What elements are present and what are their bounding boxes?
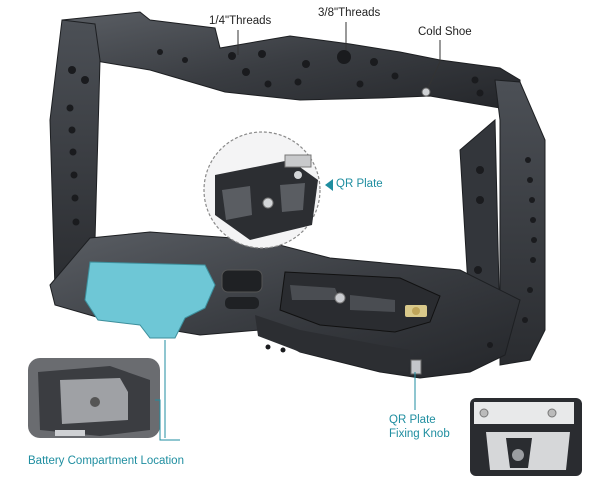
label-battery-compartment: Battery Compartment Location: [28, 455, 184, 467]
battery-compartment-marker: [84, 261, 216, 339]
qr-plate-zoom-inset: [203, 131, 321, 249]
label-cold-shoe: Cold Shoe: [418, 26, 472, 38]
label-three-eighths-threads: 3/8"Threads: [318, 7, 381, 19]
leader-lines: [155, 22, 441, 441]
fixing-knob-detail-inset: [470, 398, 582, 476]
battery-detail-inset: [28, 358, 160, 438]
qr-plate-pointer: [325, 179, 333, 191]
label-quarter-threads: 1/4"Threads: [209, 15, 272, 27]
label-qr-fixing-knob-line2: Fixing Knob: [389, 428, 450, 440]
label-qr-plate: QR Plate: [336, 178, 383, 190]
label-qr-fixing-knob-line1: QR Plate: [389, 414, 436, 426]
top-handle-bar: [61, 11, 521, 109]
